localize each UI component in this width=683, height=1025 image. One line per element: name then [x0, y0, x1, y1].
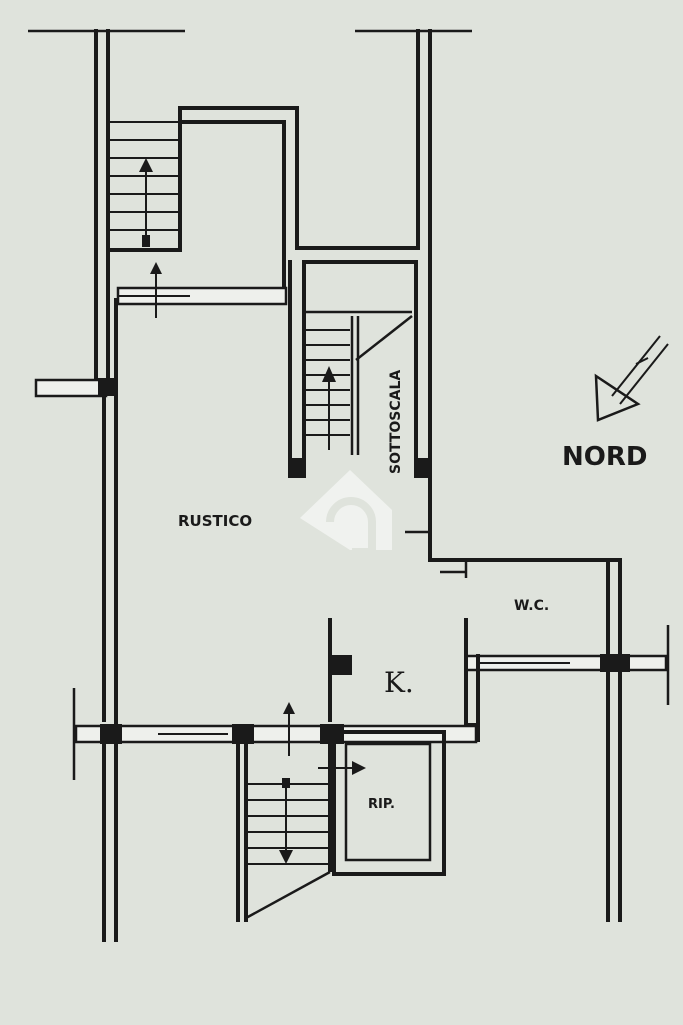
compass-label: NORD — [562, 442, 647, 472]
sottoscala-stair-treads — [306, 329, 350, 450]
right-outer-wall — [464, 558, 670, 922]
door-arrow-icon — [150, 262, 162, 274]
room-label-sottoscala: SOTTOSCALA — [388, 370, 404, 474]
upper-stair-walls — [106, 106, 299, 292]
lower-stair-arrow-icon — [279, 850, 293, 864]
room-label-wc: W.C. — [514, 598, 549, 614]
sottoscala-stair-arrow-icon — [322, 366, 336, 382]
room-label-rustico: RUSTICO — [178, 512, 252, 530]
north-compass: NORD — [562, 335, 669, 472]
left-balcony-ledge — [34, 378, 108, 398]
room-label-kitchen: K. — [384, 666, 414, 699]
upper-stair-arrow-icon — [139, 158, 153, 172]
left-outer-wall — [34, 29, 118, 942]
ripostiglio-walls — [318, 730, 446, 876]
room-label-ripostiglio: RIP. — [368, 797, 395, 812]
central-wall-stub — [405, 530, 622, 578]
upper-door — [116, 262, 288, 318]
sottoscala-stair-walls — [288, 260, 430, 478]
rip-door-arrow-icon — [352, 761, 366, 775]
watermark-logo — [300, 470, 392, 556]
right-upper-wall — [295, 29, 432, 542]
lower-stair — [236, 740, 332, 922]
lower-door-arrow-icon — [283, 702, 295, 714]
upper-stair — [110, 121, 180, 247]
compass-arrow-icon — [594, 373, 641, 422]
kitchen-walls — [328, 618, 480, 742]
